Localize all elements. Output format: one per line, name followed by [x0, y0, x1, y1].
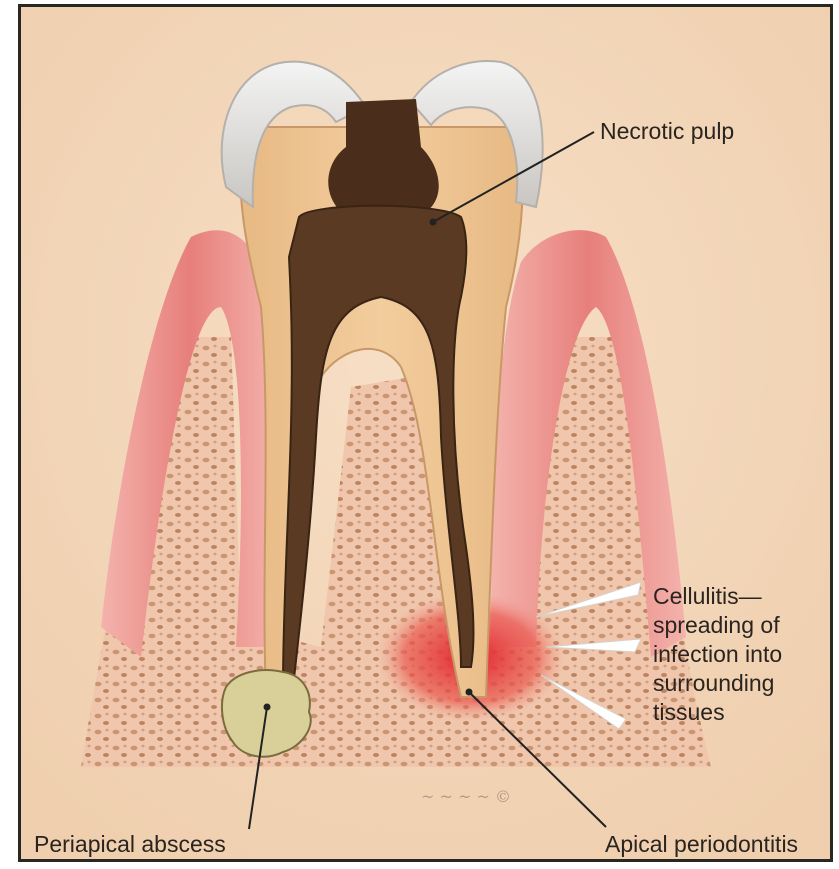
illustration-frame: ~ ~ ~ ~ © Necrotic pulp Cellulitis— spre… [18, 4, 833, 862]
label-cellulitis-line-2: spreading of [653, 611, 782, 640]
pointer-dot-abscess [264, 704, 271, 711]
artist-signature: ~ ~ ~ ~ © [421, 787, 511, 806]
label-cellulitis-line-1: Cellulitis— [653, 582, 782, 611]
label-periapical-abscess: Periapical abscess [34, 830, 226, 859]
pointer-dot-necrotic-pulp [430, 219, 437, 226]
label-cellulitis-line-5: tissues [653, 698, 782, 727]
pointer-dot-apical-periodontitis [466, 689, 473, 696]
label-cellulitis-line-4: surrounding [653, 669, 782, 698]
label-cellulitis: Cellulitis— spreading of infection into … [653, 582, 782, 727]
label-cellulitis-line-3: infection into [653, 640, 782, 669]
label-apical-periodontitis: Apical periodontitis [605, 830, 798, 859]
label-necrotic-pulp: Necrotic pulp [600, 117, 734, 146]
